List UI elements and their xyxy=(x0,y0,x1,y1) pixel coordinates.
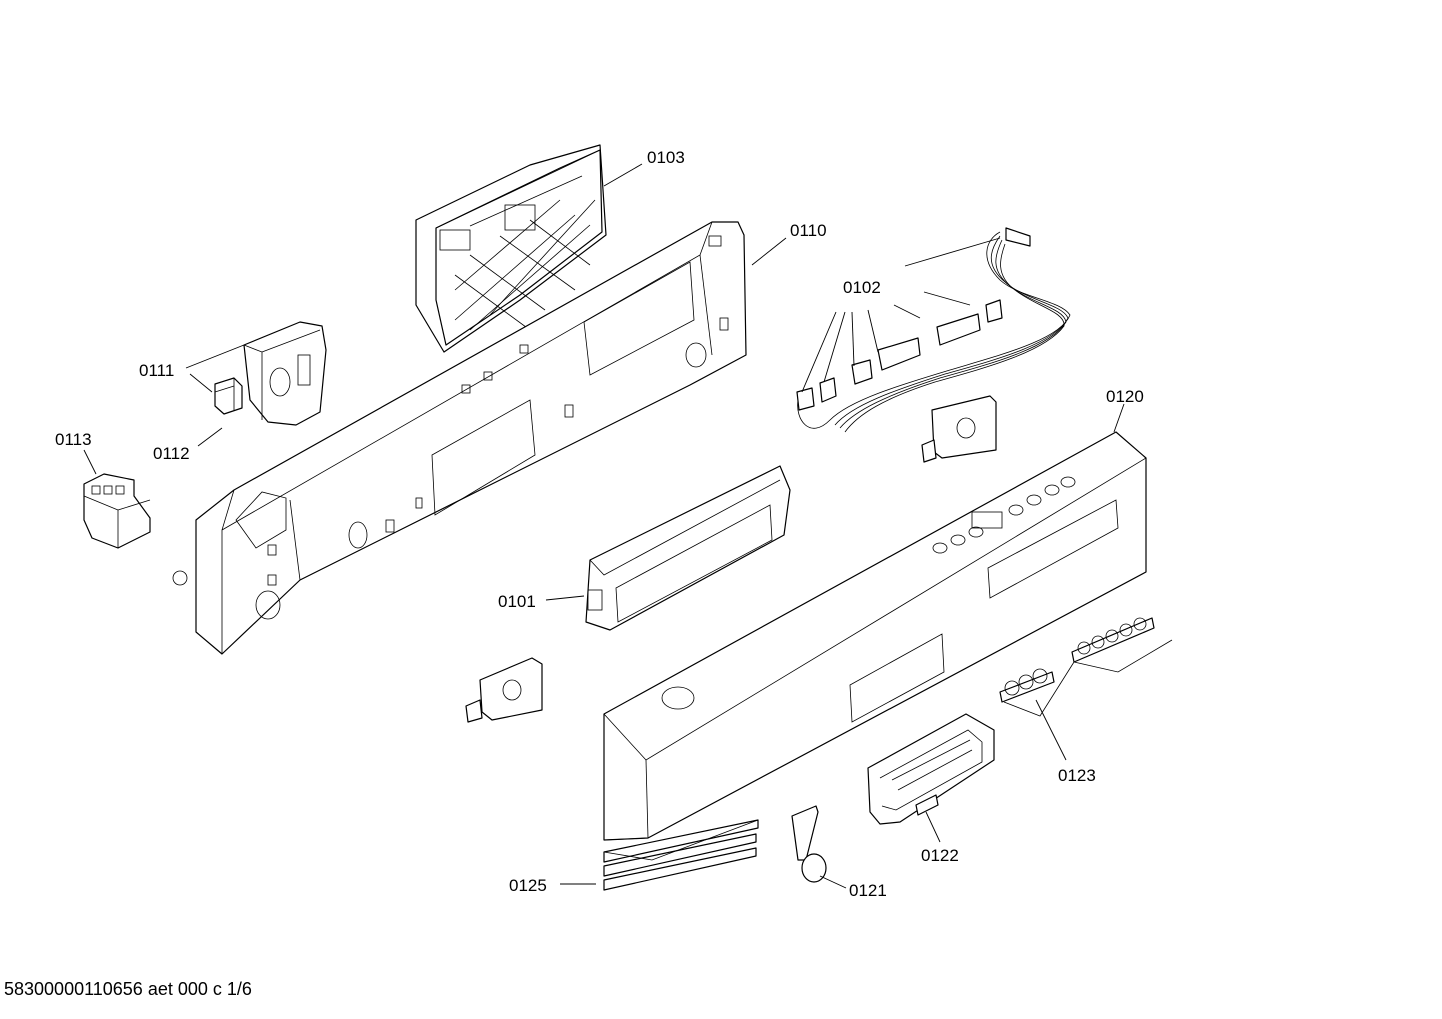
pushbutton-knob xyxy=(791,805,827,883)
label-0102: 0102 xyxy=(843,278,881,297)
switch-housing xyxy=(243,321,327,426)
document-id: 58300000110656 aet 000 c 1/6 xyxy=(4,979,252,999)
label-0120: 0120 xyxy=(1106,387,1144,406)
label-0111: 0111 xyxy=(139,361,174,380)
cable-harness xyxy=(796,227,1071,433)
label-0125: 0125 xyxy=(509,876,547,895)
display-module xyxy=(585,465,791,631)
label-0121: 0121 xyxy=(849,881,887,900)
mounting-bracket-right xyxy=(921,395,997,463)
label-0112: 0112 xyxy=(153,444,190,463)
small-relay xyxy=(214,377,243,415)
door-handle xyxy=(867,713,995,825)
label-0103: 0103 xyxy=(647,148,685,167)
control-panel-frame xyxy=(172,221,747,655)
label-0122: 0122 xyxy=(921,846,959,865)
label-0110: 0110 xyxy=(790,221,827,240)
terminal-block xyxy=(83,473,151,549)
seal-strips xyxy=(603,819,759,891)
part-labels: 0103 0110 0102 0111 0112 0113 0120 0101 … xyxy=(55,148,1144,900)
label-0101: 0101 xyxy=(498,592,536,611)
label-0123: 0123 xyxy=(1058,766,1096,785)
leader-lines xyxy=(83,163,1125,889)
label-0113: 0113 xyxy=(55,430,92,449)
exploded-parts-diagram: 0103 0110 0102 0111 0112 0113 0120 0101 … xyxy=(55,144,1173,900)
fascia-panel xyxy=(603,431,1147,841)
mounting-bracket-left xyxy=(465,657,543,723)
control-module xyxy=(415,144,607,353)
push-button-set xyxy=(999,617,1173,717)
